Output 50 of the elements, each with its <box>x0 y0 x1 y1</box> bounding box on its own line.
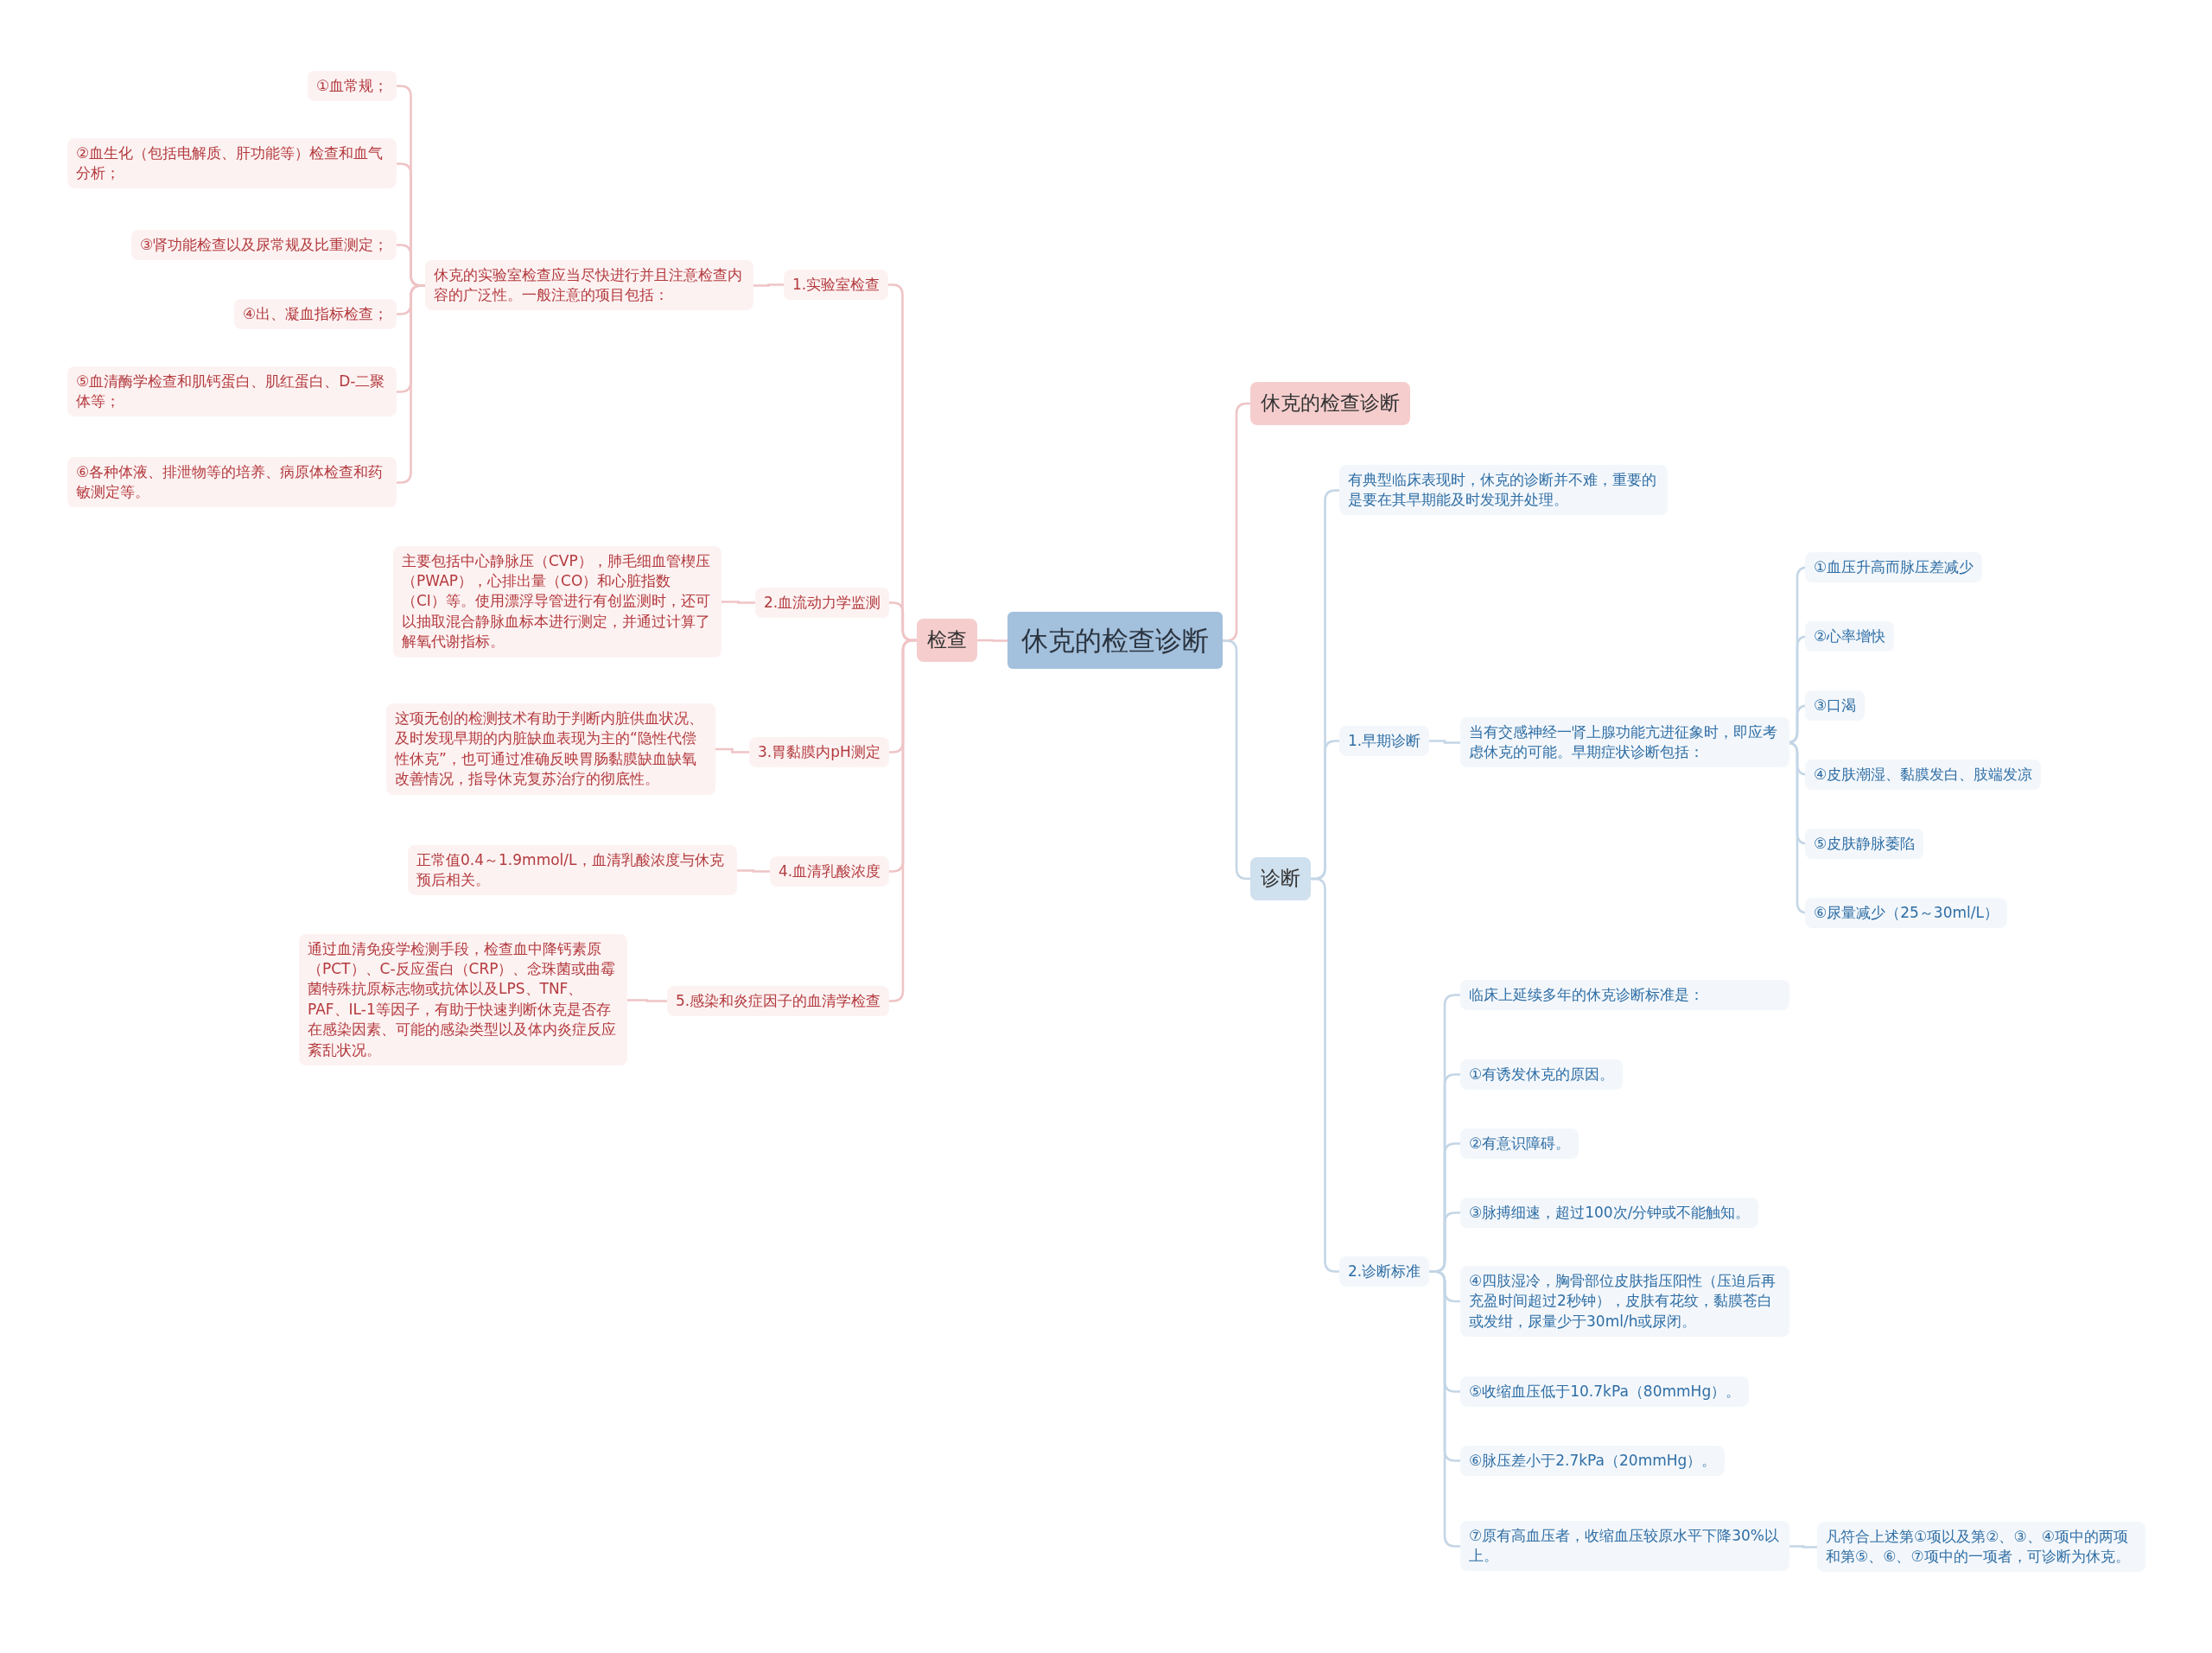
connector-line <box>1429 1270 1460 1548</box>
topic-box: ⑦原有高血压者，收缩血压较原水平下降30%以上。 <box>1460 1520 1789 1572</box>
topic-box: ⑥各种体液、排泄物等的培养、病原体检查和药敏测定等。 <box>67 456 397 508</box>
topic-box: ③脉搏细速，超过100次/分钟或不能触知。 <box>1460 1197 1759 1228</box>
topic-box: ④四肢湿冷，胸骨部位皮肤指压阳性（压迫后再充盈时间超过2秒钟），皮肤有花纹，黏膜苍白或发绀，尿量少于30ml/h或尿闭。 <box>1460 1266 1789 1338</box>
branch-topic-box: 诊断 <box>1250 857 1311 900</box>
connector-line <box>977 639 1007 642</box>
topic-box: 这项无创的检测技术有助于判断内脏供血状况、及时发现早期的内脏缺血表现为主的“隐性代偿性休克”，也可通过准确反映胃肠黏膜缺血缺氧改善情况，指导休克复苏治疗的彻底性。 <box>386 703 715 795</box>
connector-line <box>397 284 425 484</box>
topic-box: ⑤皮肤静脉萎陷 <box>1805 828 1924 859</box>
topic-box: 正常值0.4～1.9mmol/L，血清乳酸浓度与休克预后相关。 <box>408 844 737 896</box>
topic-box: 1.早期诊断 <box>1339 725 1430 756</box>
connector-line <box>1429 740 1460 744</box>
topic-box: 5.感染和炎症因子的血清学检查 <box>667 985 890 1016</box>
topic-box: 2.血流动力学监测 <box>755 587 890 618</box>
topic-box: ②有意识障碍。 <box>1460 1128 1580 1159</box>
topic-box: ⑤血清酶学检查和肌钙蛋白、肌红蛋白、D-二聚体等； <box>67 366 397 417</box>
connector-line <box>715 747 749 753</box>
topic-box: ④出、凝血指标检查； <box>234 298 397 329</box>
connector-line <box>1789 1545 1817 1548</box>
topic-box: ③肾功能检查以及尿常规及比重测定； <box>131 229 397 260</box>
topic-box: ①血压升高而脉压差减少 <box>1805 551 1983 582</box>
topic-box: 4.血清乳酸浓度 <box>770 855 890 887</box>
topic-box: ①血常规； <box>308 70 397 101</box>
topic-box: ③口渴 <box>1805 690 1866 721</box>
connector-line <box>627 999 667 1002</box>
topic-box: 主要包括中心静脉压（CVP），肺毛细血管楔压（PWAP），心排出量（CO）和心脏指数（CI）等。使用漂浮导管进行有创监测时，还可以抽取混合静脉血标本进行测定，并通过计算了解氧代谢指标。 <box>393 545 721 658</box>
topic-box: 1.实验室检查 <box>784 269 889 300</box>
topic-box: 3.胃黏膜内pH测定 <box>749 736 889 767</box>
connector-line <box>721 601 755 604</box>
topic-box: ①有诱发休克的原因。 <box>1460 1059 1624 1090</box>
topic-box: 临床上延续多年的休克诊断标准是： <box>1460 979 1789 1010</box>
topic-box: ⑥脉压差小于2.7kPa（20mmHg）。 <box>1460 1445 1726 1476</box>
topic-box: ②心率增快 <box>1805 620 1895 652</box>
central-topic-box: 休克的检查诊断 <box>1007 611 1223 670</box>
connector-line <box>1311 877 1339 1273</box>
topic-box: 2.诊断标准 <box>1339 1256 1430 1287</box>
topic-box: 当有交感神经一肾上腺功能亢进征象时，即应考虑休克的可能。早期症状诊断包括： <box>1460 716 1789 768</box>
topic-box: 有典型临床表现时，休克的诊断并不难，重要的是要在其早期能及时发现并处理。 <box>1339 464 1668 516</box>
topic-box: ②血生化（包括电解质、肝功能等）检查和血气分析； <box>67 137 397 189</box>
branch-topic-box: 检查 <box>917 619 977 662</box>
connector-line <box>753 283 784 287</box>
topic-box: 通过血清免疫学检测手段，检查血中降钙素原（PCT）、C-反应蛋白（CRP）、念珠菌或曲霉菌特殊抗原标志物或抗体以及LPS、TNF、PAF、IL-1等因子，有助于快速判断休克是否存在感染因素、可能的感染类型以及体内炎症反应紊乱状况。 <box>299 933 627 1066</box>
topic-box: ⑥尿量减少（25～30ml/L） <box>1805 897 2007 928</box>
topic-box: 休克的实验室检查应当尽快进行并且注意检查内容的广泛性。一般注意的项目包括： <box>425 259 753 311</box>
connector-line <box>737 869 770 873</box>
branch-topic-box: 休克的检查诊断 <box>1250 382 1410 425</box>
topic-box: ④皮肤潮湿、黏膜发白、肢端发凉 <box>1805 759 2042 790</box>
topic-box: ⑤收缩血压低于10.7kPa（80mmHg）。 <box>1460 1376 1750 1407</box>
topic-box: 凡符合上述第①项以及第②、③、④项中的两项和第⑤、⑥、⑦项中的一项者，可诊断为休克。 <box>1817 1521 2145 1573</box>
